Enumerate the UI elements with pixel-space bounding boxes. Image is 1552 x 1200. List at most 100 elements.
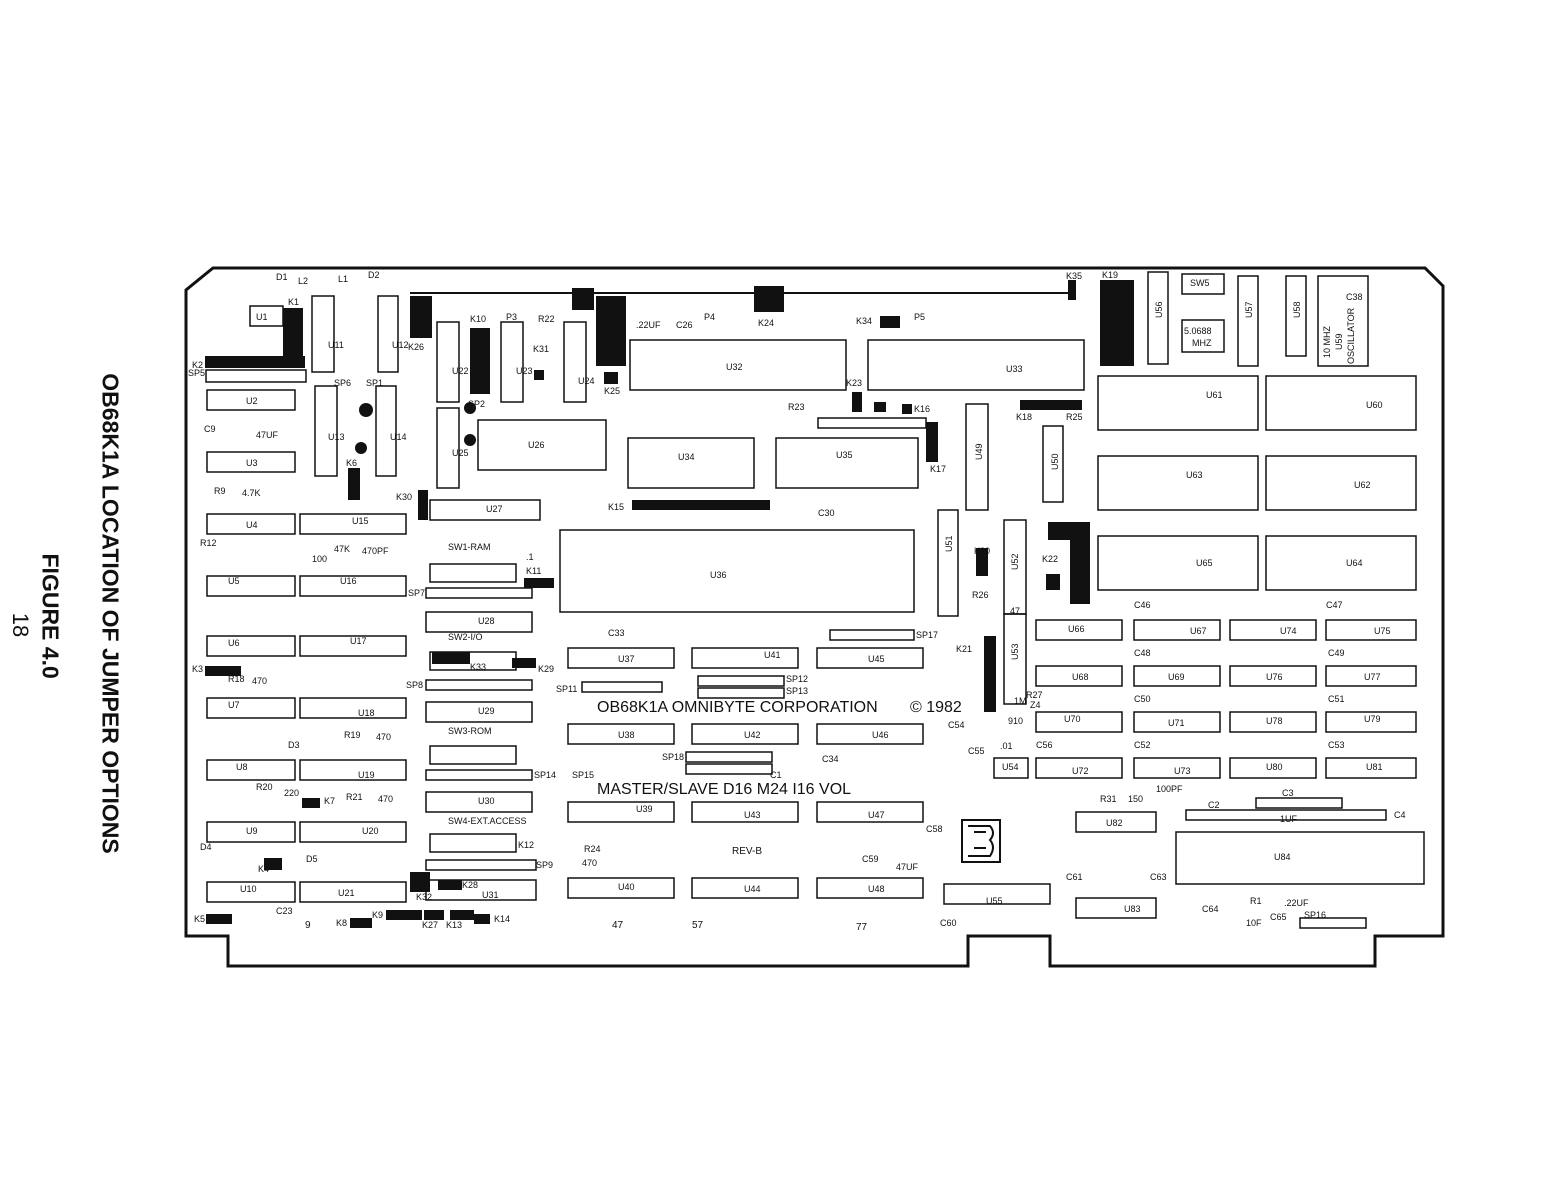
- component-label: U29: [478, 706, 495, 716]
- jumper-label: K10: [470, 314, 486, 324]
- board-text: OB68K1A OMNIBYTE CORPORATION © 1982 MAST…: [188, 270, 1406, 933]
- value-label: 220: [284, 788, 299, 798]
- resistor-label: R27: [1026, 690, 1043, 700]
- capacitor-label: C49: [1328, 648, 1345, 658]
- jumper-label: K30: [396, 492, 412, 502]
- component-label: U57: [1244, 301, 1254, 318]
- jumper-label: K11: [526, 566, 541, 576]
- jumper-label: K1: [288, 297, 299, 307]
- edge-number: 77: [856, 922, 868, 933]
- capacitor-label: C33: [608, 628, 625, 638]
- jumper-label: K4: [258, 864, 269, 874]
- crystal-unit: MHZ: [1192, 338, 1212, 348]
- component-label: U68: [1072, 672, 1089, 682]
- component-label: U13: [328, 432, 345, 442]
- component-label: U26: [528, 440, 545, 450]
- resistor-label: R31: [1100, 794, 1117, 804]
- spare-label: SP9: [536, 860, 553, 870]
- jumper-label: K34: [856, 316, 872, 326]
- value-label: .22UF: [636, 320, 661, 330]
- component-label: U47: [868, 810, 885, 820]
- component-label: U19: [358, 770, 375, 780]
- spare-label: SP7: [408, 588, 425, 598]
- jumper-label: K6: [346, 458, 357, 468]
- component-label: U8: [236, 762, 248, 772]
- edge-number: 9: [305, 920, 311, 931]
- value-label: 470: [378, 794, 393, 804]
- switch-group: [205, 369, 1387, 929]
- switch-label: SW1-RAM: [448, 542, 491, 552]
- capacitor-label: C51: [1328, 694, 1345, 704]
- resistor-label: R24: [584, 844, 601, 854]
- inductor-label: L1: [338, 274, 348, 284]
- jumper-label: K16: [914, 404, 930, 414]
- spare-label: SP13: [786, 686, 808, 696]
- jumper-label: K3: [192, 664, 203, 674]
- resistor-label: R20: [256, 782, 273, 792]
- component-label: U66: [1068, 624, 1085, 634]
- options-line: MASTER/SLAVE D16 M24 I16 VOL: [597, 781, 851, 798]
- capacitor-label: C63: [1150, 872, 1167, 882]
- component-label: U31: [482, 890, 499, 900]
- value-label: 150: [1128, 794, 1143, 804]
- resistor-label: R23: [788, 402, 805, 412]
- component-label: U69: [1168, 672, 1185, 682]
- figure-title: OB68K1A LOCATION OF JUMPER OPTIONS: [97, 373, 124, 854]
- value-label: 10F: [1246, 918, 1262, 928]
- jumper-label: K7: [324, 796, 335, 806]
- jumper-label: K17: [930, 464, 946, 474]
- connector-label: P4: [704, 312, 715, 322]
- spare-label: SP14: [534, 770, 556, 780]
- jumper-label: K32: [416, 892, 432, 902]
- component-label: U6: [228, 638, 240, 648]
- switch-label: SW3-ROM: [448, 726, 492, 736]
- spare-label: C3: [1282, 788, 1294, 798]
- capacitor-label: C59: [862, 854, 879, 864]
- component-label: U16: [340, 576, 357, 586]
- jumper-label: K19: [1102, 270, 1118, 280]
- component-label: U2: [246, 396, 258, 406]
- capacitor-label: C38: [1346, 292, 1363, 302]
- edge-number: 47: [612, 920, 624, 931]
- capacitor-label: C65: [1270, 912, 1287, 922]
- component-label: U36: [710, 570, 727, 580]
- switch-label: SW5: [1190, 278, 1210, 288]
- component-label: U44: [744, 884, 761, 894]
- value-label: 470: [252, 676, 267, 686]
- jumper-label: K31: [533, 344, 549, 354]
- diode-label: D3: [288, 740, 300, 750]
- jumper-label: K20: [974, 546, 990, 556]
- component-label: U24: [578, 376, 595, 386]
- component-label: U39: [636, 804, 653, 814]
- diode-label: Z4: [1030, 700, 1041, 710]
- jumper-label: K33: [470, 662, 486, 672]
- value-label: 47K: [334, 544, 350, 554]
- oscillator-label: OSCILLATOR: [1346, 307, 1356, 364]
- spare-label: SP16: [1304, 910, 1326, 920]
- component-label: U12: [392, 340, 409, 350]
- component-label: U7: [228, 700, 240, 710]
- capacitor-label: C60: [940, 918, 957, 928]
- capacitor-label: C64: [1202, 904, 1219, 914]
- component-label: U35: [836, 450, 853, 460]
- capacitor-label: C56: [1036, 740, 1053, 750]
- component-label: U75: [1374, 626, 1391, 636]
- value-label: .01: [1000, 741, 1013, 751]
- jumper-group: [205, 280, 1134, 928]
- component-label: U28: [478, 616, 495, 626]
- component-label: U38: [618, 730, 635, 740]
- company-line: OB68K1A OMNIBYTE CORPORATION: [597, 699, 878, 716]
- jumper-label: K18: [1016, 412, 1032, 422]
- jumper-label: K21: [956, 644, 972, 654]
- value-label: 100PF: [1156, 784, 1183, 794]
- capacitor-label: C53: [1328, 740, 1345, 750]
- switch-label: SW4-EXT.ACCESS: [448, 816, 527, 826]
- capacitor-label: C55: [968, 746, 985, 756]
- spare-label: SP5: [188, 368, 205, 378]
- component-label: U9: [246, 826, 258, 836]
- component-label: U77: [1364, 672, 1381, 682]
- component-label: U18: [358, 708, 375, 718]
- jumper-label: K35: [1066, 271, 1082, 281]
- diode-label: D2: [368, 270, 380, 280]
- board-outline: [184, 266, 1445, 968]
